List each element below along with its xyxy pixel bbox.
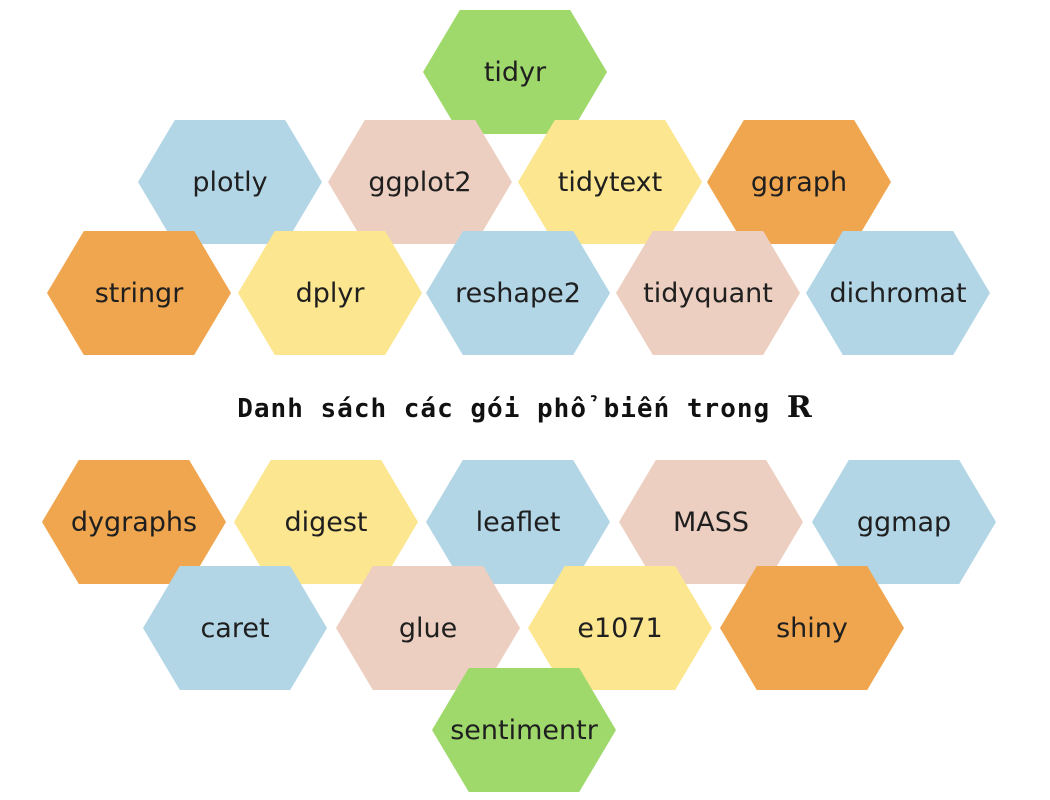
hex-leaflet: leaflet xyxy=(426,460,610,584)
hex-label: shiny xyxy=(776,612,848,644)
hex-digest: digest xyxy=(234,460,418,584)
hex-mass: MASS xyxy=(619,460,803,584)
hex-label: dplyr xyxy=(295,277,365,309)
hex-tidyr: tidyr xyxy=(423,10,607,134)
hex-tidyquant: tidyquant xyxy=(616,231,800,355)
hex-label: stringr xyxy=(94,277,184,309)
hex-label: caret xyxy=(200,612,270,644)
hex-dygraphs: dygraphs xyxy=(42,460,226,584)
hex-ggmap: ggmap xyxy=(812,460,996,584)
hex-label: ggraph xyxy=(750,166,848,198)
hex-label: glue xyxy=(398,612,458,644)
hex-label: e1071 xyxy=(577,612,663,644)
hex-reshape2: reshape2 xyxy=(426,231,610,355)
hex-label: ggmap xyxy=(856,506,952,538)
hex-label: dichromat xyxy=(829,277,967,309)
hex-label: tidyr xyxy=(483,56,547,88)
hex-label: ggplot2 xyxy=(368,166,472,198)
hex-label: MASS xyxy=(672,506,750,538)
hex-label: plotly xyxy=(192,166,268,198)
caption-text: Danh sách các gói phổ biến trong xyxy=(237,394,771,424)
hex-dichromat: dichromat xyxy=(806,231,990,355)
diagram-caption: Danh sách các gói phổ biến trong R xyxy=(0,390,1050,425)
hex-label: tidyquant xyxy=(643,277,773,309)
caption-r-letter: R xyxy=(786,390,813,425)
hex-dplyr: dplyr xyxy=(238,231,422,355)
hex-label: reshape2 xyxy=(455,277,581,309)
hex-label: digest xyxy=(284,506,368,538)
hex-shiny: shiny xyxy=(720,566,904,690)
hex-label: dygraphs xyxy=(70,506,198,538)
hex-plotly: plotly xyxy=(138,120,322,244)
hex-ggplot2: ggplot2 xyxy=(328,120,512,244)
hex-ggraph: ggraph xyxy=(707,120,891,244)
hex-stringr: stringr xyxy=(47,231,231,355)
hex-sentimentr: sentimentr xyxy=(432,668,616,792)
hex-tidytext: tidytext xyxy=(518,120,702,244)
hex-caret: caret xyxy=(143,566,327,690)
hex-label: leaflet xyxy=(475,506,561,538)
hex-glue: glue xyxy=(336,566,520,690)
hex-label: tidytext xyxy=(557,166,663,198)
hex-label: sentimentr xyxy=(450,714,598,746)
